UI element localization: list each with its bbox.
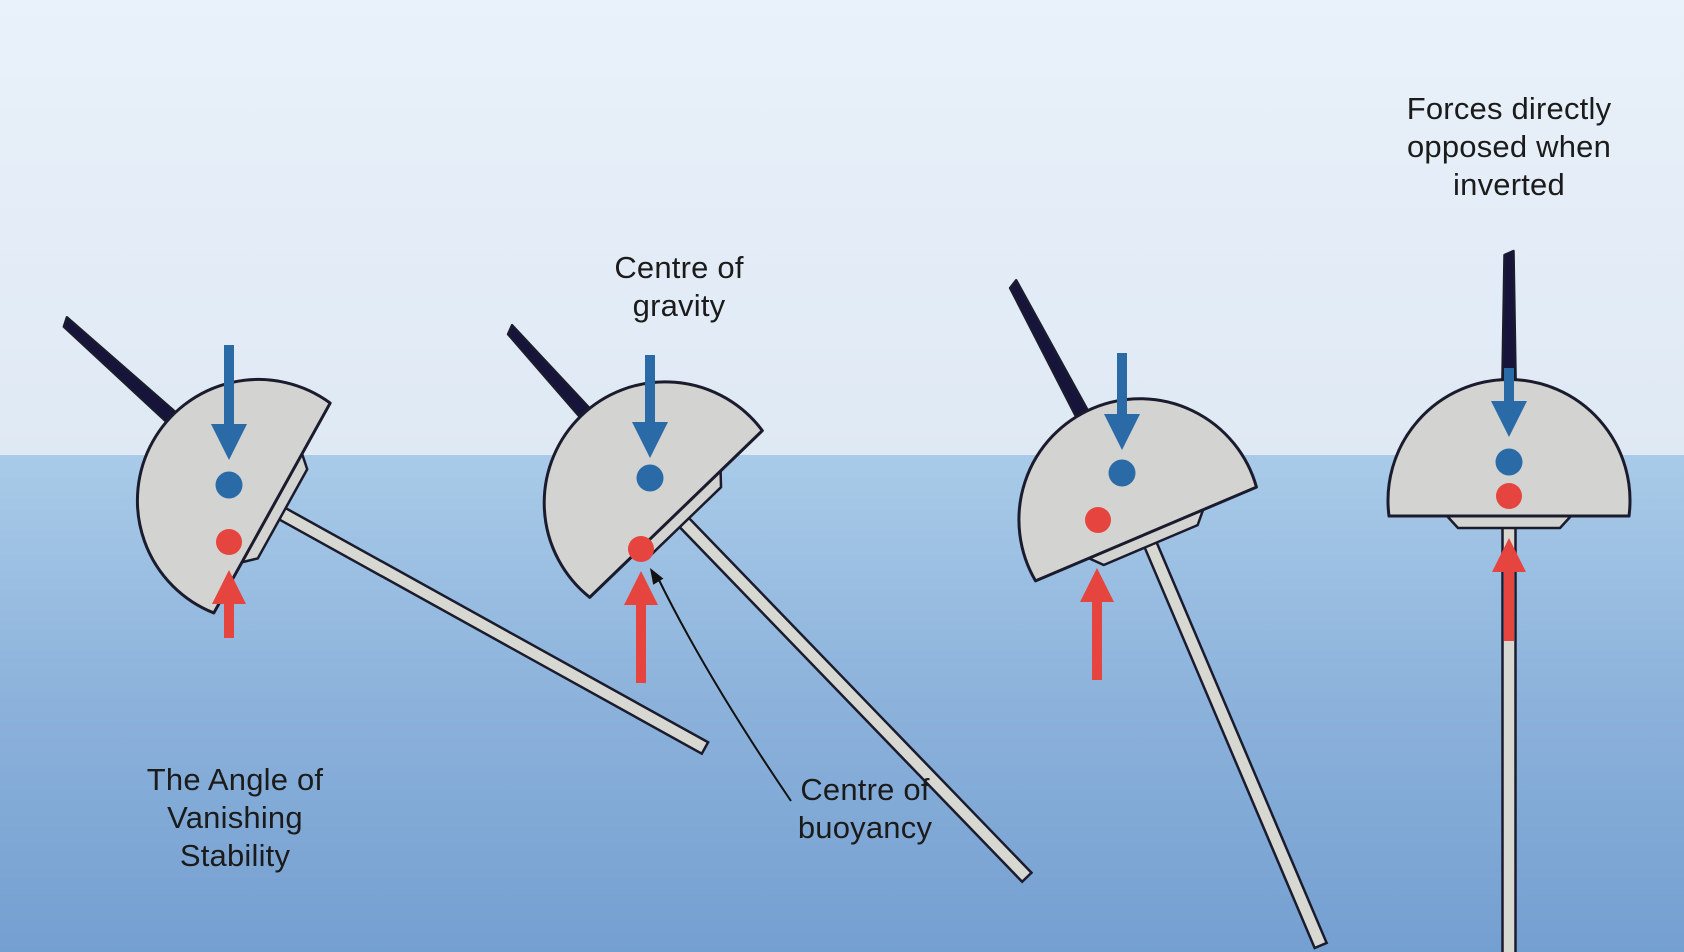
label-line: The Angle of <box>146 762 324 797</box>
label-line: opposed when <box>1406 129 1612 164</box>
boat-1-gravity-dot <box>215 471 243 499</box>
boat-4-cabin <box>1445 514 1573 530</box>
boat-3-buoyancy-dot <box>1085 507 1111 533</box>
sky-background <box>0 0 1684 455</box>
label-line: inverted <box>1453 167 1565 202</box>
boat-4-buoyancy-arrow-shaft <box>1504 570 1514 641</box>
water-background <box>0 455 1684 952</box>
buoyancy-leader-line <box>657 577 792 802</box>
boat-1-gravity-arrow-shaft <box>224 345 234 426</box>
label-centre-of-gravity: Centre of gravity <box>614 249 743 325</box>
label-line: Centre of <box>614 250 744 285</box>
boat-4-gravity-arrow-shaft <box>1504 368 1514 403</box>
buoyancy-leader-arrowhead <box>650 568 664 585</box>
boat-4-buoyancy-arrow-head <box>1492 538 1526 572</box>
boat-3-buoyancy-arrow-head <box>1080 568 1114 602</box>
boat-3-gravity-arrow-head <box>1104 414 1140 450</box>
boat-1-buoyancy-dot <box>216 529 242 555</box>
boat-3-hull <box>1017 397 1258 583</box>
boat-3-buoyancy-arrow-shaft <box>1092 600 1102 680</box>
boat-3 <box>1008 278 1329 950</box>
label-line: gravity <box>632 288 726 323</box>
label-angle-of-vanishing-stability: The Angle of Vanishing Stability <box>147 761 323 875</box>
boat-2-buoyancy-arrow-shaft <box>636 603 646 683</box>
label-line: Forces directly <box>1406 91 1612 126</box>
label-line: Centre of <box>800 772 930 807</box>
label-centre-of-buoyancy: Centre of buoyancy <box>798 771 932 847</box>
boat-4-buoyancy-dot <box>1496 483 1522 509</box>
boat-4 <box>1386 249 1632 952</box>
boat-3-gravity-dot <box>1108 459 1136 487</box>
boat-1-buoyancy-arrow-head <box>212 570 246 604</box>
boat-2-buoyancy-arrow-head <box>624 571 658 605</box>
boat-2-gravity-arrow-head <box>632 422 668 458</box>
boat-1-buoyancy-arrow-shaft <box>224 602 234 638</box>
boat-4-gravity-dot <box>1495 448 1523 476</box>
label-line: Stability <box>179 838 291 873</box>
boat-2-gravity-dot <box>636 464 664 492</box>
boat-2-gravity-arrow-shaft <box>645 355 655 424</box>
boat-3-gravity-arrow-shaft <box>1117 353 1127 416</box>
label-forces-opposed-inverted: Forces directly opposed when inverted <box>1407 90 1612 204</box>
forces-layer <box>211 345 1527 683</box>
annotation-layer <box>650 568 792 802</box>
boat-1-gravity-arrow-head <box>211 424 247 460</box>
boat-2-buoyancy-dot <box>628 536 654 562</box>
label-line: Vanishing <box>167 800 303 835</box>
label-line: buoyancy <box>797 810 933 845</box>
boat-4-gravity-arrow-head <box>1491 401 1527 437</box>
